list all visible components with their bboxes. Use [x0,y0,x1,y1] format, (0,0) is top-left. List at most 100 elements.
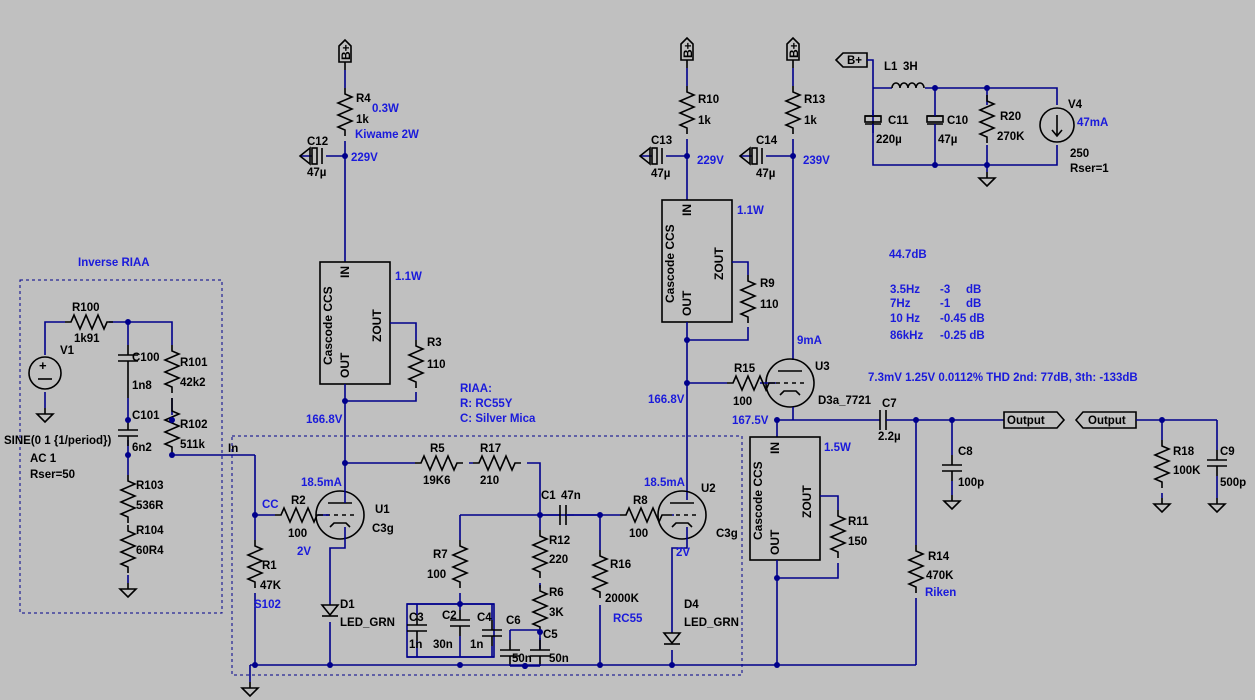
ccs2-power: 1.1W [737,205,764,217]
u1-name: U1 [375,504,390,516]
u2-triode [657,490,707,540]
ccs3-power: 1.5W [824,442,851,454]
c101-name: C101 [132,410,160,422]
d4-name: D4 [684,599,699,611]
inverse-riaa-label: Inverse RIAA [78,257,150,269]
unit-1: dB [966,284,981,296]
r9-value: 110 [760,299,779,311]
r7-value: 100 [427,569,446,581]
r16-value: 2000K [605,593,640,605]
kiwame-label: Kiwame 2W [355,129,419,141]
r101-value: 42k2 [180,377,206,389]
c8-value: 100p [958,477,984,489]
r7-name: R7 [433,549,448,561]
riaa-note-1: RIAA: [460,383,492,395]
c8-name: C8 [958,446,973,458]
d4-diode [662,632,682,645]
c7-value: 2.2µ [878,431,901,443]
inverse-riaa-box [19,279,223,614]
gain-1: -3 [940,284,950,296]
svg-text:Output: Output [1088,415,1126,427]
r16-name: R16 [610,559,631,571]
freq-2: 7Hz [890,298,911,310]
r12-value: 220 [549,554,568,566]
r100-value: 1k91 [74,333,100,345]
c7-name: C7 [882,398,897,410]
thd-note: 7.3mV 1.25V 0.0112% THD 2nd: 77dB, 3th: … [868,372,1138,384]
c12-value: 47µ [307,167,326,179]
r11-name: R11 [848,516,869,528]
c6-name: C6 [506,615,521,627]
r2-name: R2 [291,495,306,507]
c10-cap [926,115,944,125]
v2-b: 2V [676,547,690,559]
output-port-2: Output [1074,411,1137,429]
r10-value: 1k [698,115,711,127]
freq-1: 3.5Hz [890,284,920,296]
c1-name: C1 [541,490,556,502]
v4-voltage: 250 [1070,148,1089,160]
c12-cap [298,146,323,166]
v239: 239V [803,155,830,167]
bplus-1: B+ [339,44,353,60]
c12-name: C12 [307,136,328,148]
c4-value: 1n [470,639,483,651]
r104-name: R104 [136,525,164,537]
v1-name: V1 [60,345,75,357]
c1-value: 47n [561,490,581,502]
c13-cap [638,146,663,166]
ccs-2: Cascode CCS IN OUT ZOUT [661,199,733,323]
d1-value: LED_GRN [340,617,395,629]
r4-name: R4 [356,93,371,105]
r4-power: 0.3W [372,103,399,115]
r2-value: 100 [288,528,307,540]
v4-rser: Rser=1 [1070,163,1109,175]
svg-text:IN: IN [338,266,352,278]
c2-value: 30n [433,639,453,651]
u2-name: U2 [701,483,716,495]
freq-3: 10 Hz [890,313,920,325]
c9-value: 500p [1220,477,1246,489]
gain-2: -1 [940,298,951,310]
svg-text:OUT: OUT [768,529,782,555]
r6-name: R6 [549,587,564,599]
in-label: In [228,443,238,455]
gain-3: -0.45 dB [940,313,985,325]
c3-value: 1n [409,639,422,651]
ccs1-power: 1.1W [395,271,422,283]
u3-current: 9mA [797,335,822,347]
riken-label: Riken [925,587,956,599]
unit-2: dB [966,298,981,310]
c14-cap [738,146,763,166]
r14-name: R14 [928,551,950,563]
r13-name: R13 [804,94,825,106]
r15-name: R15 [734,363,756,375]
c6-value: 50n [512,653,532,665]
v4-name: V4 [1068,99,1083,111]
v1-value: SINE(0 1 {1/period}) [4,435,112,447]
svg-text:Output: Output [1007,415,1045,427]
c9-name: C9 [1220,446,1235,458]
r8-value: 100 [629,528,648,540]
cc-label: CC [262,499,279,511]
r103-value: 536R [136,500,164,512]
c3-name: C3 [409,612,424,624]
svg-text:Cascode CCS: Cascode CCS [751,461,765,540]
gain-note: 44.7dB [889,249,927,261]
r101-name: R101 [180,357,208,369]
s102-label: S102 [254,599,281,611]
riaa-note-2: R: RC55Y [460,398,513,410]
r20-value: 270K [997,131,1025,143]
svg-text:+: + [39,358,47,373]
r3-value: 110 [427,359,446,371]
c10-value: 47µ [938,134,957,146]
bplus-3: B+ [787,42,801,58]
v1-rser: Rser=50 [30,469,75,481]
r11-value: 150 [848,536,867,548]
c11-value: 220µ [876,134,902,146]
c11-name: C11 [888,115,909,127]
c14-name: C14 [756,135,778,147]
v4-current-source [1039,107,1075,143]
ccs-3: Cascode CCS IN OUT ZOUT [749,436,821,561]
svg-text:ZOUT: ZOUT [712,247,726,280]
